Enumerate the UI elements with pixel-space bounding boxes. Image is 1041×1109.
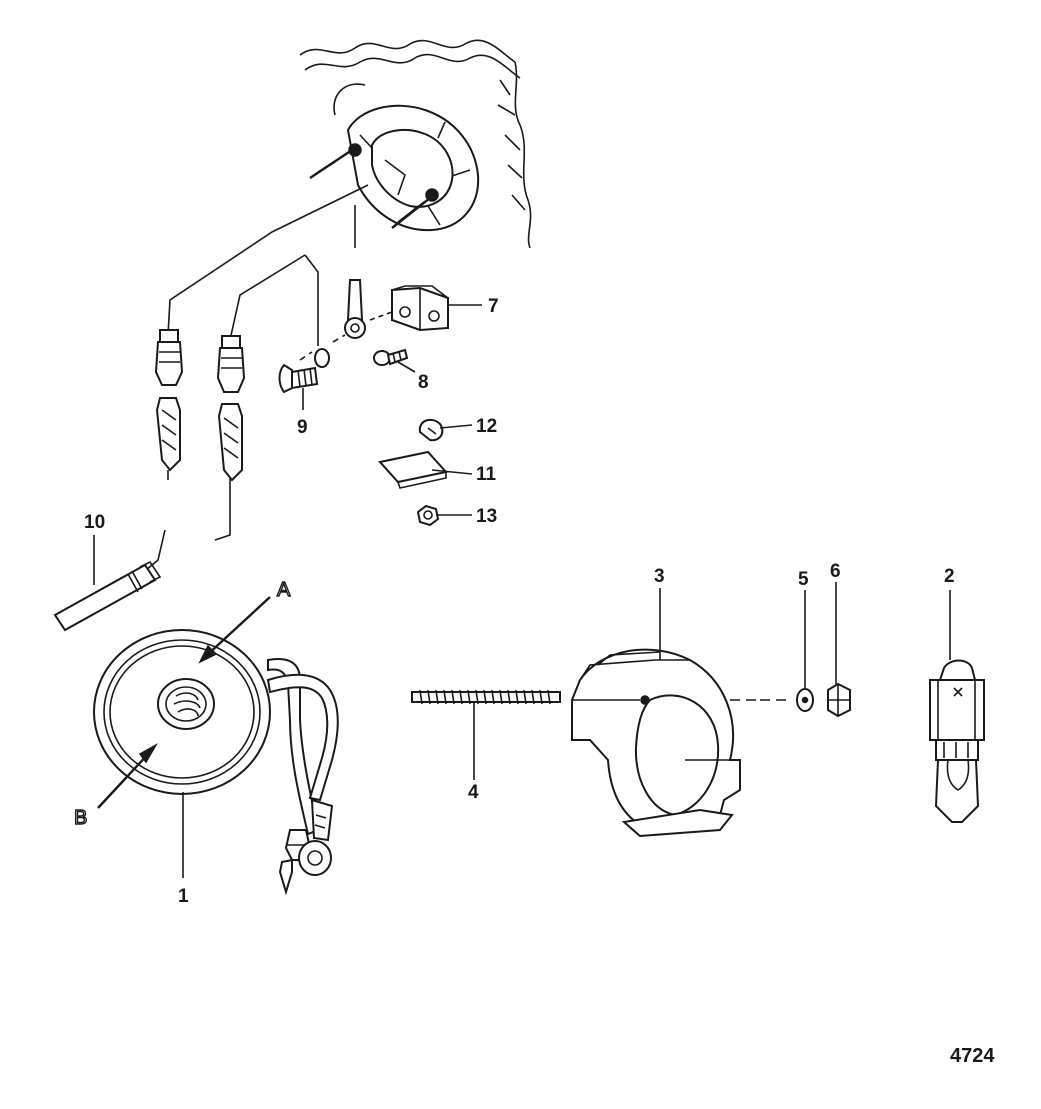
bullet-connector-right: [216, 335, 246, 482]
leader-line-12: [439, 424, 473, 429]
figure-number: 4724: [950, 1045, 995, 1067]
arrow-a: [198, 596, 271, 664]
relay-part-2: [929, 659, 985, 823]
callout-3: 3: [654, 566, 665, 587]
callout-11: 11: [476, 464, 497, 485]
callout-10: 10: [84, 512, 105, 533]
leader-line-11: [431, 469, 473, 475]
callout-1: 1: [178, 886, 189, 907]
horn-leads: [266, 658, 339, 896]
callout-5: 5: [798, 569, 809, 590]
ring-terminal: [299, 279, 366, 361]
callout-9: 9: [297, 417, 308, 438]
label-b: B: [74, 807, 87, 829]
callout-4: 4: [468, 782, 479, 803]
stud-part-4: [411, 689, 561, 705]
engine-block-section: [299, 39, 532, 249]
leader-line-8: [397, 361, 416, 373]
clip-part-12: [418, 418, 444, 442]
mounting-clamp: [309, 104, 480, 232]
callout-6: 6: [830, 561, 841, 582]
washer-part-5: [760, 688, 814, 712]
shield-part-3: [571, 648, 760, 838]
label-a: A: [277, 579, 291, 601]
screw-part-8: [373, 348, 409, 366]
wiring-harness: [139, 184, 369, 576]
nut-part-13: [416, 504, 440, 527]
callout-7: 7: [488, 296, 499, 317]
callout-8: 8: [418, 372, 429, 393]
callout-13: 13: [476, 506, 497, 527]
screw-part-9: [278, 330, 330, 394]
clamp-block-part-7: [369, 285, 449, 332]
horn-part-1: [93, 629, 271, 795]
sleeve-part-10: [53, 560, 162, 632]
arrow-b: [97, 742, 159, 809]
callout-12: 12: [476, 416, 497, 437]
callout-2: 2: [944, 566, 955, 587]
bullet-connector-left: [154, 329, 184, 472]
nut-part-6: [827, 682, 851, 718]
